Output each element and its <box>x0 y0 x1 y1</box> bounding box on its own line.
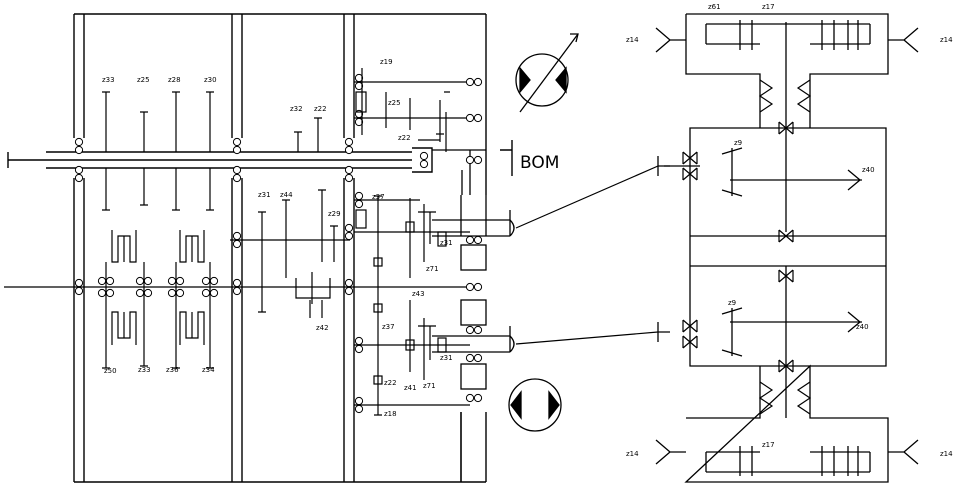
label-z29: z29 <box>328 210 341 218</box>
label-z17-bot: z17 <box>762 441 775 449</box>
label-z14-br: z14 <box>940 450 953 458</box>
label-z22b: z22 <box>398 134 411 142</box>
label-z32: z32 <box>290 105 303 113</box>
label-z71b: z71 <box>423 382 436 390</box>
label-z9-bot: z9 <box>728 299 736 307</box>
label-z33-top: z33 <box>102 76 115 84</box>
axle-bearings <box>758 79 812 415</box>
synchronizers <box>102 230 214 369</box>
bom-label: BOM <box>520 153 559 173</box>
label-z17-top: z17 <box>762 3 775 11</box>
label-z37a: z37 <box>372 193 385 201</box>
label-z71a: z71 <box>426 265 439 273</box>
middle-gears <box>230 189 350 318</box>
label-z34: z34 <box>202 366 215 374</box>
label-z28: z28 <box>168 76 181 84</box>
output-shafts <box>432 149 515 482</box>
label-z14-tl: z14 <box>626 36 639 44</box>
label-z44: z44 <box>280 191 293 199</box>
label-z42: z42 <box>316 324 329 332</box>
pto-flange <box>500 140 513 176</box>
label-z61: z61 <box>708 3 721 11</box>
label-z22a: z22 <box>314 105 327 113</box>
axle-cross-bearings <box>682 121 794 373</box>
label-z43: z43 <box>412 290 425 298</box>
gearbox-labels: BOM z33 z25 z28 z30 z32 z22 z19 z25 z22 … <box>102 58 559 418</box>
label-z25-top: z25 <box>137 76 150 84</box>
cardan-shafts <box>515 165 659 345</box>
hydraulic-motor-icon <box>508 378 562 432</box>
output-bearings <box>465 77 483 403</box>
label-z14-bl: z14 <box>626 450 639 458</box>
label-z19-top: z19 <box>380 58 393 66</box>
label-z9-top: z9 <box>734 139 742 147</box>
label-z25-mid: z25 <box>388 99 401 107</box>
label-z31a: z31 <box>258 191 271 199</box>
label-z36: z36 <box>166 366 179 374</box>
label-z41: z41 <box>404 384 417 392</box>
axle-housing <box>655 13 919 483</box>
label-z30: z30 <box>204 76 217 84</box>
axle-labels: z61 z17 z14 z14 z9 z40 z9 z40 z17 z14 z1… <box>626 3 953 458</box>
label-z33-bot: z33 <box>138 366 151 374</box>
pto-gear-train <box>354 68 480 416</box>
label-z50: z50 <box>104 367 117 375</box>
label-z31c: z31 <box>440 354 453 362</box>
label-z14-tr: z14 <box>940 36 953 44</box>
label-z22c: z22 <box>384 379 397 387</box>
label-z37b: z37 <box>382 323 395 331</box>
label-z40-bot: z40 <box>856 323 869 331</box>
label-z40-top: z40 <box>862 166 875 174</box>
label-z31b: z31 <box>440 239 453 247</box>
variable-pump-icon <box>515 33 579 113</box>
primary-shaft <box>7 147 433 173</box>
label-z18: z18 <box>384 410 397 418</box>
upper-gears <box>102 91 322 211</box>
housing-bearings <box>74 73 429 414</box>
